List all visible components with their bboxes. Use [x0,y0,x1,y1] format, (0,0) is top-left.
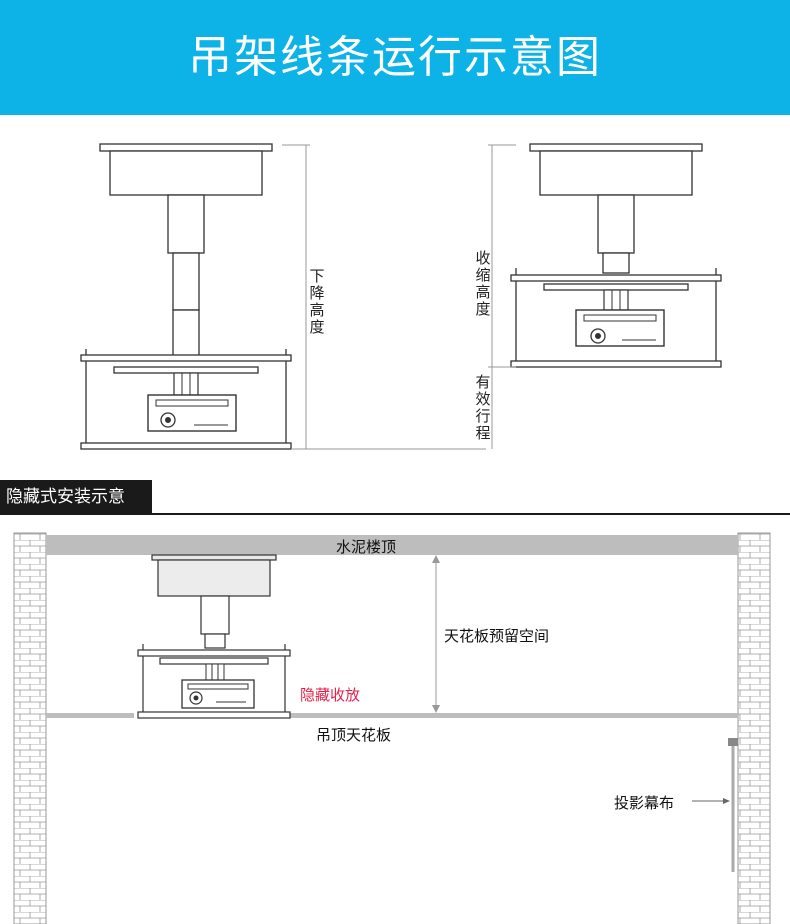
projection-screen-label: 投影幕布 [614,794,675,812]
concrete-ceiling-label: 水泥楼顶 [336,538,397,556]
hidden-storage-label: 隐藏收放 [300,686,361,704]
retract-height-label: 收缩高度 [475,249,491,318]
header-banner [0,0,790,115]
false-ceiling-label: 吊顶天花板 [316,726,392,744]
lowering-height-label: 下降高度 [309,267,325,336]
page-title: 吊架线条运行示意图 [188,32,602,83]
retracted-lift [510,143,722,368]
extended-lift [80,143,292,450]
section-divider [0,513,790,515]
effective-stroke-label: 有效行程 [475,373,491,442]
section-title: 隐藏式安装示意 [0,480,152,515]
install-scene [13,532,771,924]
reserved-space-label: 天花板预留空间 [444,627,550,645]
